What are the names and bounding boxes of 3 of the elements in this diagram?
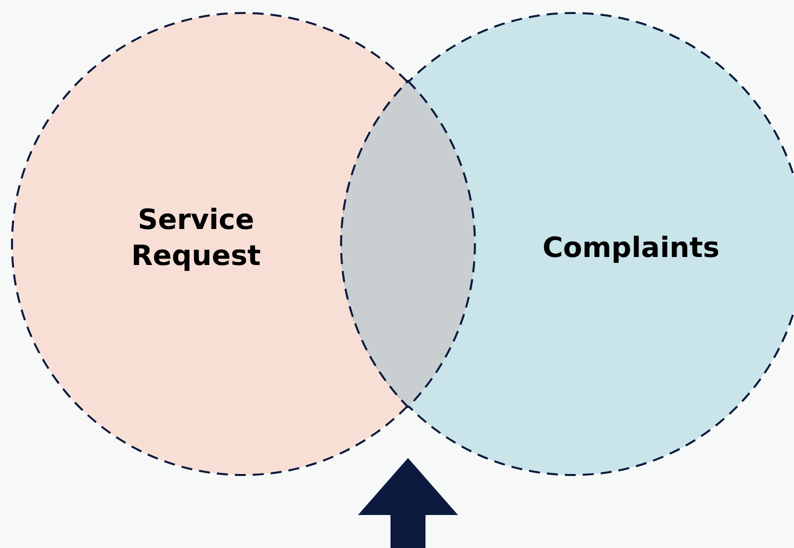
block-arrow <box>358 458 458 548</box>
circle-label: Complaints <box>541 230 721 266</box>
circle-label: Service Request <box>130 202 262 274</box>
